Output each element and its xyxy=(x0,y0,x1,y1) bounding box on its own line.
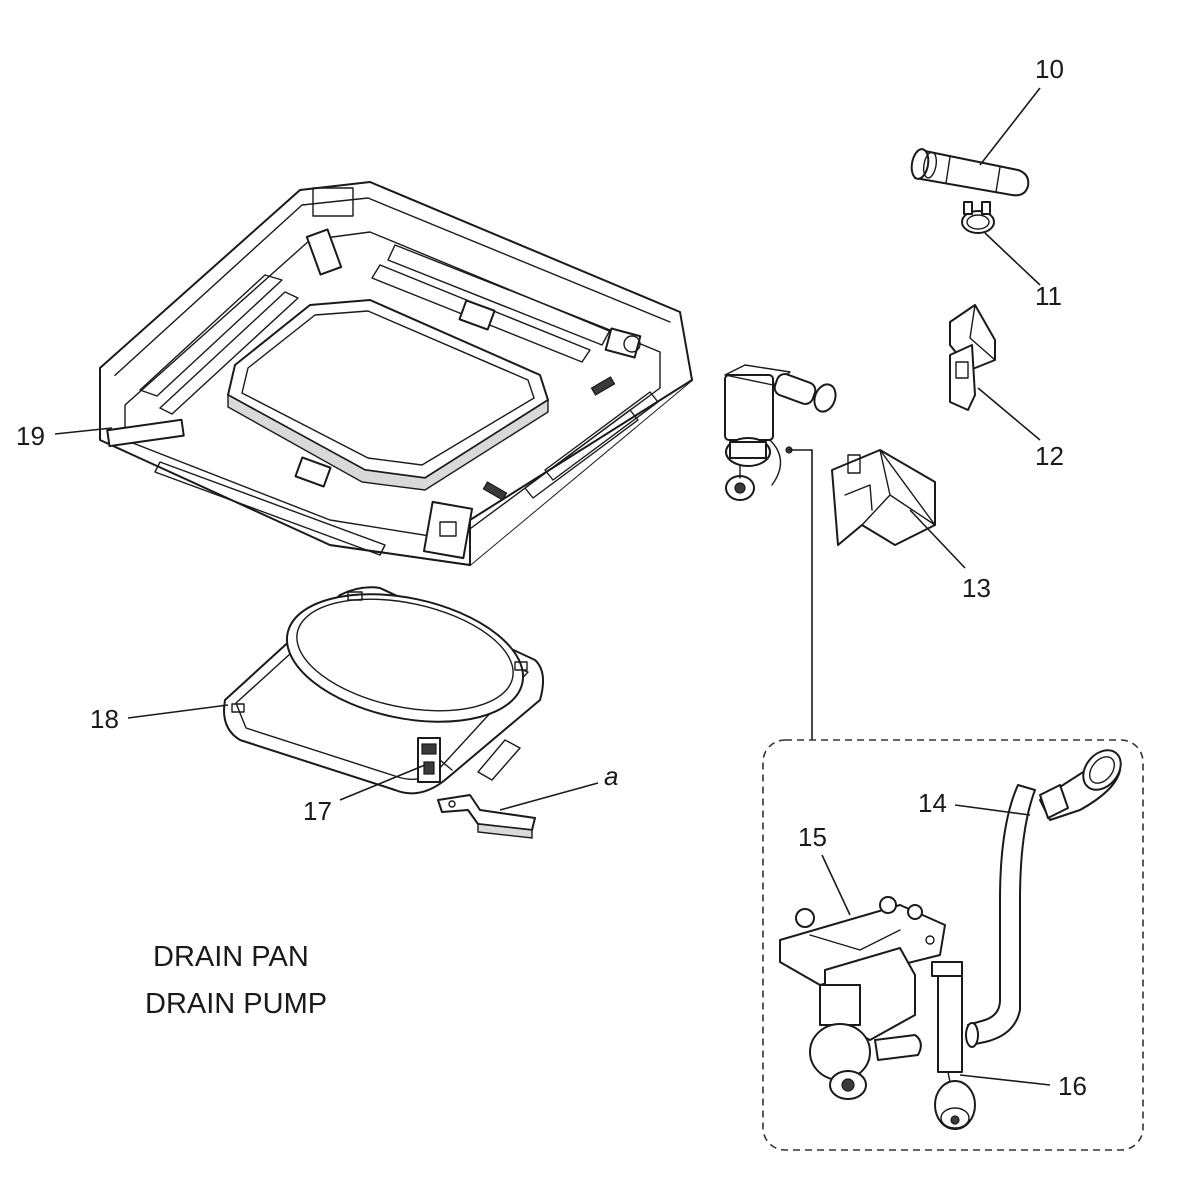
leader-a xyxy=(499,782,599,811)
callout-16: 16 xyxy=(1058,1071,1087,1101)
drain-pump-assembly xyxy=(724,364,837,501)
callout-15: 15 xyxy=(798,822,827,852)
leader-14 xyxy=(954,804,1031,816)
diagram-caption: DRAIN PAN DRAIN PUMP xyxy=(145,941,327,1020)
pump-detail-box xyxy=(762,739,1144,1151)
callout-10: 10 xyxy=(1035,54,1064,84)
leader-10 xyxy=(979,87,1041,166)
part-10-drain-socket xyxy=(910,148,1030,197)
part-19-drain-pan-body xyxy=(99,181,693,566)
part-16-float-switch-detail xyxy=(931,961,976,1130)
leader-15 xyxy=(821,854,851,916)
callout-19: 19 xyxy=(16,421,45,451)
callout-17: 17 xyxy=(303,796,332,826)
leader-12 xyxy=(977,387,1041,441)
callout-12: 12 xyxy=(1035,441,1064,471)
caption-line-1: DRAIN PAN xyxy=(153,941,309,973)
part-17-float-switch xyxy=(417,737,453,783)
leader-19 xyxy=(54,427,113,435)
part-11-hose-clamp xyxy=(961,201,995,234)
leader-13 xyxy=(909,509,966,569)
callout-18: 18 xyxy=(90,704,119,734)
part-14-drain-hose xyxy=(965,749,1122,1048)
leader-11 xyxy=(984,232,1041,286)
part-15-drain-pump xyxy=(779,896,946,1100)
callout-11: 11 xyxy=(1035,281,1062,311)
part-12-pump-bracket xyxy=(949,304,996,411)
part-18-drain-pan-cover xyxy=(223,586,545,795)
leader-17 xyxy=(339,764,426,801)
leader-lines xyxy=(54,87,1051,1086)
callout-13: 13 xyxy=(962,573,991,603)
callout-14: 14 xyxy=(918,788,947,818)
detail-connector-line xyxy=(789,449,813,740)
caption-line-2: DRAIN PUMP xyxy=(145,988,327,1020)
part-a-bracket xyxy=(437,794,536,839)
leader-18 xyxy=(127,704,229,719)
callout-a: a xyxy=(604,761,618,791)
leader-16 xyxy=(959,1074,1051,1086)
callout-labels: 10 11 12 13 14 15 16 17 18 19 a xyxy=(16,54,1087,1101)
part-13-mounting-bracket xyxy=(831,449,936,546)
